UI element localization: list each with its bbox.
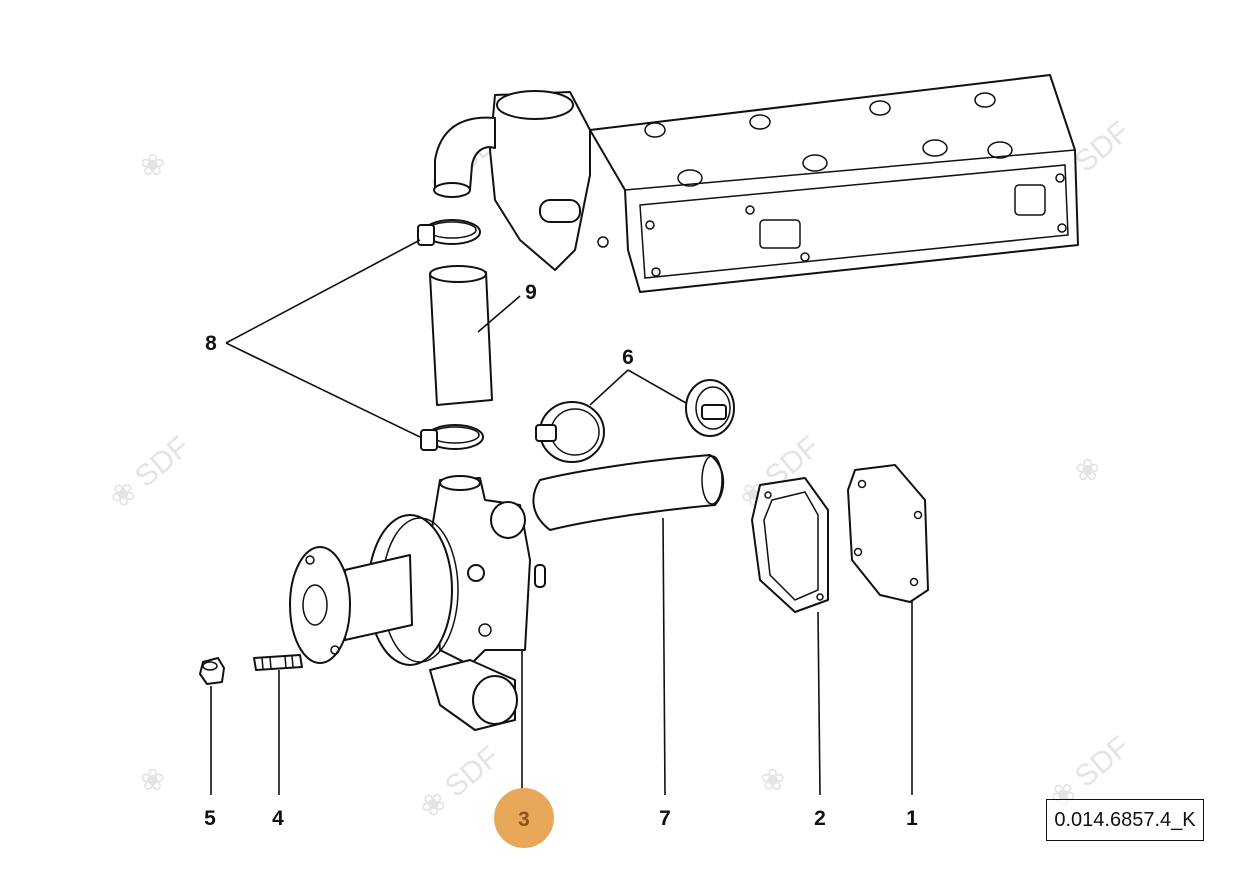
callout-2[interactable]: 2 [814,807,826,830]
callout-label[interactable]: 9 [525,281,537,304]
svg-text:❀: ❀ [140,764,165,797]
water-pump [289,475,546,731]
hose-clamp-6b [685,379,735,437]
svg-text:❀: ❀ [760,764,785,797]
watermark-logo: ❀ [140,149,165,182]
callout-8[interactable]: 8 [205,332,217,355]
svg-text:❀: ❀ [1075,454,1100,487]
cover-plate [847,464,929,603]
callout-label[interactable]: 5 [204,807,216,830]
diagram-reference-code: 0.014.6857.4_K [1046,799,1204,841]
hose-clamp-lower [420,424,484,451]
straight-hose [429,265,493,406]
svg-text:❀ SDF: ❀ SDF [413,740,506,825]
cylinder-head [433,74,1079,293]
hose-clamp-6a [535,401,605,463]
gasket [751,477,829,613]
callout-label[interactable]: 6 [622,346,634,369]
callout-6[interactable]: 6 [622,346,634,369]
callout-4[interactable]: 4 [272,807,284,830]
callout-9[interactable]: 9 [525,281,537,304]
callout-7[interactable]: 7 [659,807,671,830]
nut [199,657,225,685]
callout-label[interactable]: 4 [272,807,284,830]
svg-text:❀ SDF: ❀ SDF [103,430,196,515]
callout-1[interactable]: 1 [906,807,918,830]
hose-clamp-upper [417,219,481,246]
callout-label[interactable]: 8 [205,332,217,355]
stud [253,654,303,671]
callout-5[interactable]: 5 [204,807,216,830]
leader-lines [210,239,913,796]
callout-3-highlighted[interactable]: 3 [494,788,554,848]
curved-hose [532,454,725,531]
callout-label[interactable]: 2 [814,807,826,830]
callout-label[interactable]: 1 [906,807,918,830]
callout-label[interactable]: 3 [518,808,530,831]
callout-label[interactable]: 7 [659,807,671,830]
highlight-circle[interactable] [494,788,554,848]
